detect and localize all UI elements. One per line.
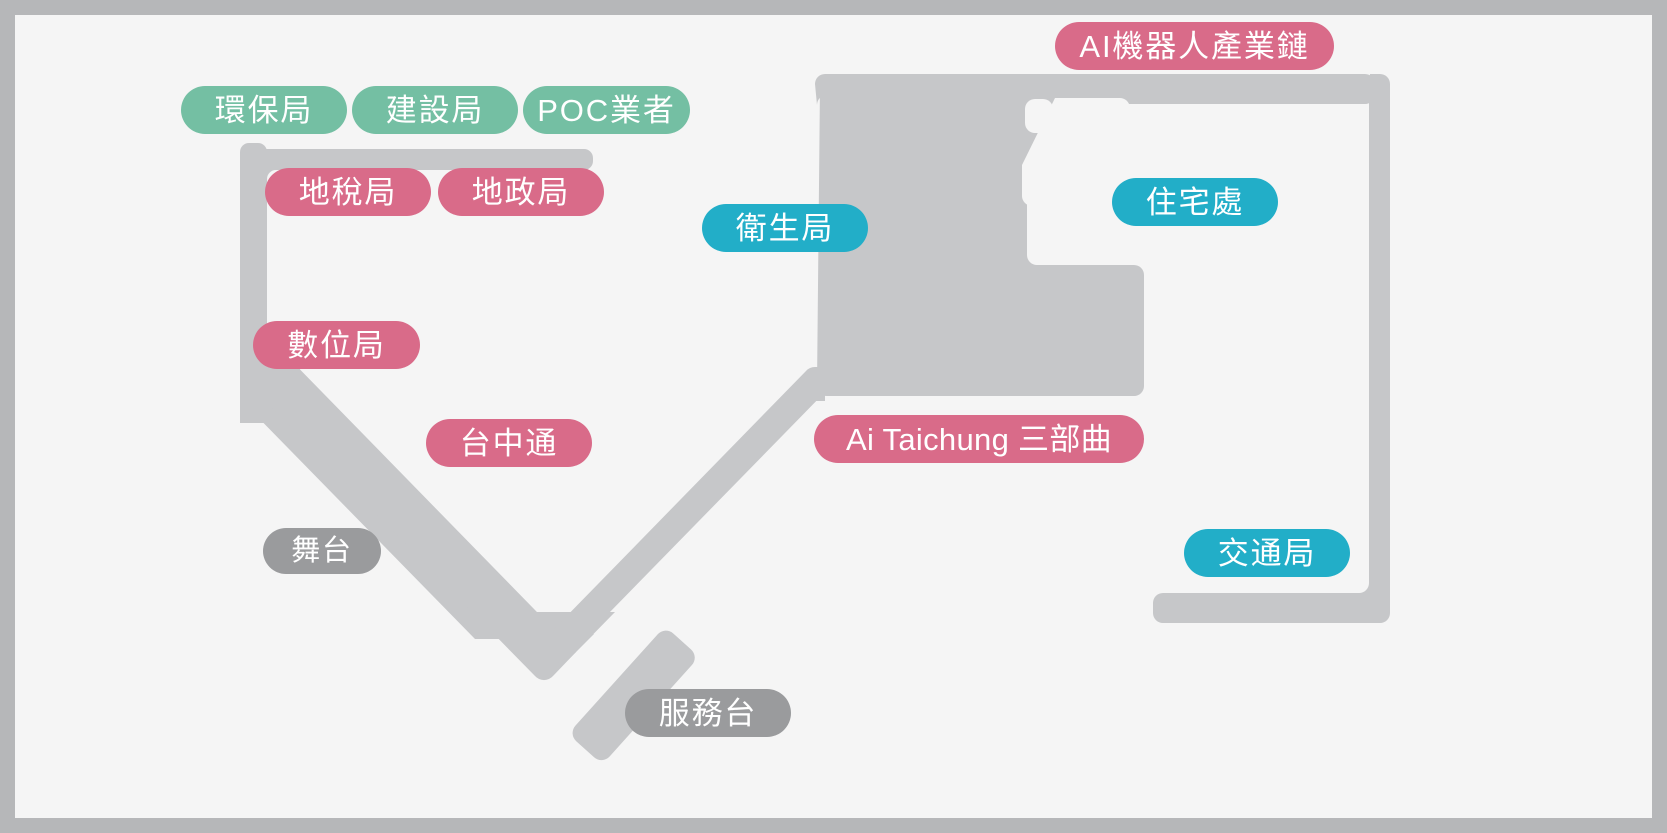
label-ai-robot-industry-chain-text: AI機器人產業鏈 xyxy=(1079,28,1310,64)
label-health-bureau-text: 衛生局 xyxy=(735,210,835,246)
label-poc-vendor[interactable]: POC業者 xyxy=(523,86,690,134)
map-canvas: 環保局 建設局 POC業者 地稅局 地政局 數位局 台中通 舞台 服務台 衛生局 xyxy=(15,15,1652,818)
label-digital-bureau[interactable]: 數位局 xyxy=(253,321,420,369)
label-service-desk[interactable]: 服務台 xyxy=(625,689,791,737)
label-digital-bureau-text: 數位局 xyxy=(287,327,386,363)
label-transport-bureau[interactable]: 交通局 xyxy=(1184,529,1350,577)
label-ai-taichung-trilogy-text: Ai Taichung 三部曲 xyxy=(846,421,1112,457)
main-exhibition-block-shape xyxy=(815,74,1375,396)
label-health-bureau[interactable]: 衛生局 xyxy=(702,204,868,252)
label-housing-office-text: 住宅處 xyxy=(1145,184,1245,220)
central-v-walkway-shape xyxy=(240,315,835,681)
label-epa-bureau[interactable]: 環保局 xyxy=(181,86,347,134)
label-land-tax-bureau[interactable]: 地稅局 xyxy=(265,168,431,216)
label-land-administration[interactable]: 地政局 xyxy=(438,168,604,216)
floorplan-graphics xyxy=(240,74,1390,761)
label-taichung-pass-text: 台中通 xyxy=(459,425,559,461)
label-land-administration-text: 地政局 xyxy=(471,174,571,210)
label-transport-bureau-text: 交通局 xyxy=(1217,535,1317,571)
label-epa-bureau-text: 環保局 xyxy=(214,92,314,128)
label-stage[interactable]: 舞台 xyxy=(263,528,381,574)
label-ai-robot-industry-chain[interactable]: AI機器人產業鏈 xyxy=(1055,22,1334,70)
label-construction-bureau-text: 建設局 xyxy=(385,92,485,128)
label-poc-vendor-text: POC業者 xyxy=(537,92,676,128)
label-taichung-pass[interactable]: 台中通 xyxy=(426,419,592,467)
label-stage-text: 舞台 xyxy=(291,534,353,567)
label-service-desk-text: 服務台 xyxy=(658,695,758,731)
label-ai-taichung-trilogy[interactable]: Ai Taichung 三部曲 xyxy=(814,415,1144,463)
label-land-tax-bureau-text: 地稅局 xyxy=(298,174,398,210)
label-construction-bureau[interactable]: 建設局 xyxy=(352,86,518,134)
label-housing-office[interactable]: 住宅處 xyxy=(1112,178,1278,226)
